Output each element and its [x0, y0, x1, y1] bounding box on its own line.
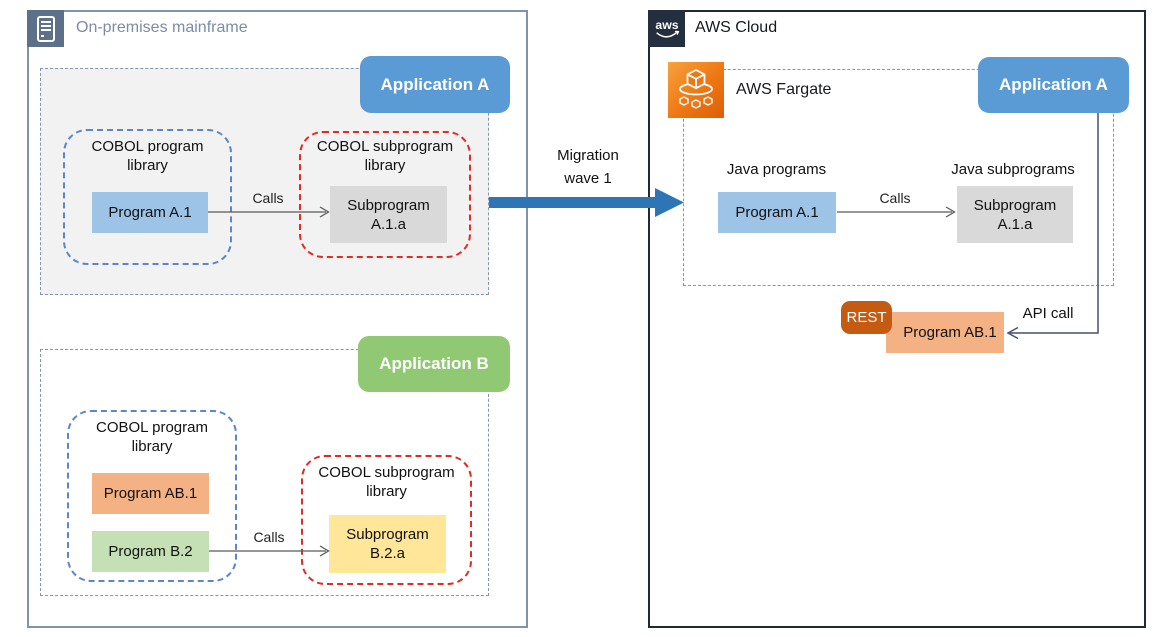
on-premises-title: On-premises mainframe: [76, 19, 248, 36]
aws-logo-icon: aws: [648, 10, 685, 47]
calls-label-a: Calls: [252, 190, 284, 206]
cobol-program-library-a: [63, 129, 232, 265]
app-b-group-left: [40, 349, 489, 596]
subprogram-b2a-box-left: Subprogram B.2.a: [329, 515, 446, 573]
aws-logo-text: aws: [655, 18, 678, 32]
application-a-badge-right: Application A: [978, 57, 1129, 113]
program-a1-box-left: Program A.1: [92, 192, 208, 233]
api-call-label: API call: [1022, 305, 1074, 322]
subprogram-a1a-box-left: Subprogram A.1.a: [330, 186, 447, 243]
rest-badge: REST: [841, 301, 892, 334]
cobol-program-library-b: [67, 410, 237, 582]
subprogram-a1a-box-right: Subprogram A.1.a: [957, 186, 1073, 243]
program-a1-box-right: Program A.1: [718, 192, 836, 233]
aws-cloud-title: AWS Cloud: [695, 19, 778, 36]
application-b-badge: Application B: [358, 336, 510, 392]
calls-label-b: Calls: [253, 529, 285, 545]
mainframe-icon: [27, 10, 64, 47]
java-subprograms-label: Java subprograms: [951, 161, 1075, 178]
cobol-program-library-a-label: COBOL program library: [91, 138, 204, 174]
cobol-program-library-b-label: COBOL program library: [96, 419, 208, 455]
aws-fargate-icon: [668, 62, 724, 118]
cobol-subprogram-library-b: [301, 455, 472, 585]
cobol-subprogram-library-b-label: COBOL subprogram library: [318, 464, 455, 500]
program-b2-box-left: Program B.2: [92, 531, 209, 572]
application-a-badge-left: Application A: [360, 56, 510, 113]
java-programs-label: Java programs: [726, 161, 827, 178]
app-a-group-right: [683, 69, 1114, 286]
program-ab1-box-left: Program AB.1: [92, 473, 209, 514]
migration-wave-label: Migration wave 1: [557, 147, 619, 187]
calls-label-right: Calls: [879, 190, 911, 206]
aws-fargate-label: AWS Fargate: [736, 81, 832, 98]
cobol-subprogram-library-a: [299, 131, 471, 258]
cobol-subprogram-library-a-label: COBOL subprogram library: [316, 138, 454, 174]
program-ab1-box-right: Program AB.1: [886, 312, 1004, 353]
